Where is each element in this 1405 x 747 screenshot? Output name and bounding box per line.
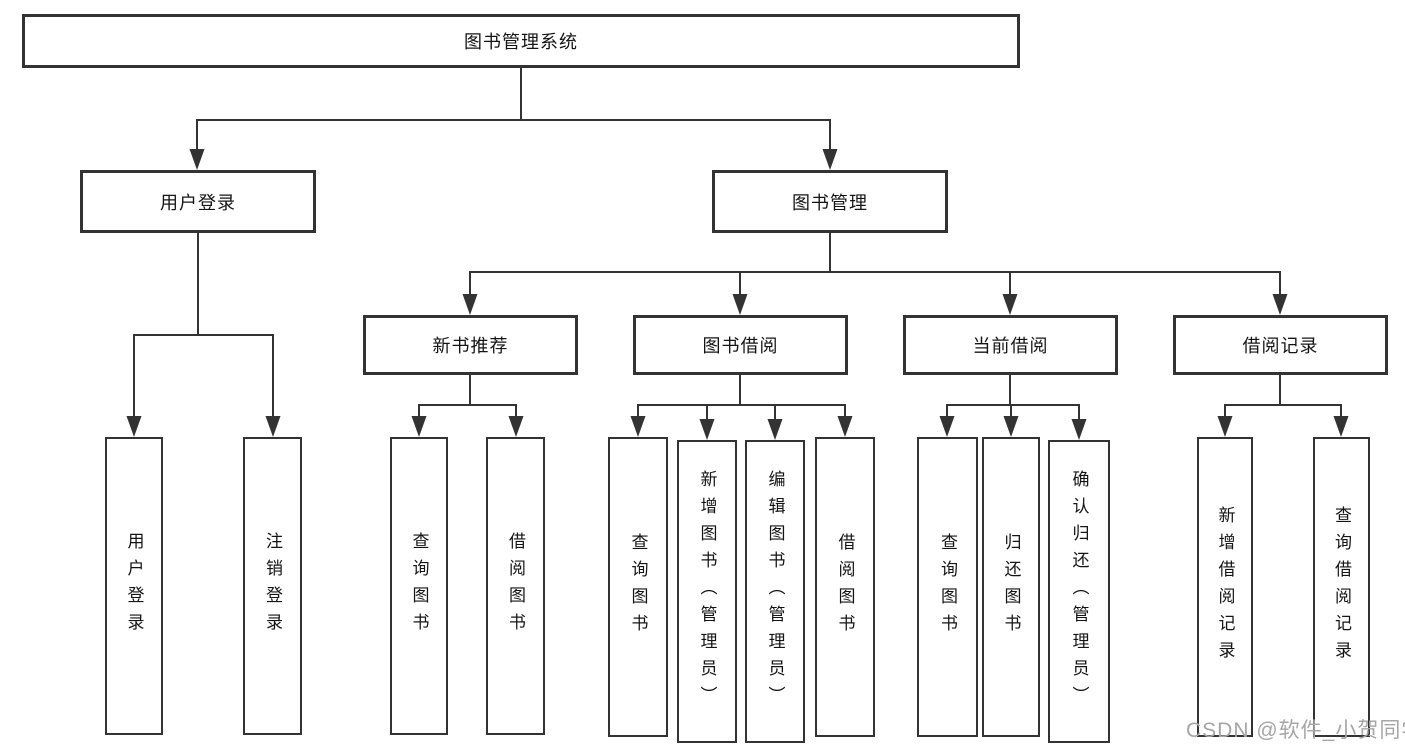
node-root-library-system: 图书管理系统: [22, 14, 1020, 68]
node-label: 图书管理系统: [464, 32, 578, 52]
node-label: 新增借阅记录: [1215, 506, 1235, 668]
node-label: 确认归还（管理员）: [1069, 470, 1089, 713]
node-current-borrow: 当前借阅: [903, 315, 1118, 375]
watermark: CSDN @软件_小贺同学: [1186, 719, 1405, 742]
leaf-query-books-recommend: 查询图书: [390, 437, 448, 735]
node-label: 当前借阅: [972, 336, 1049, 356]
node-label: 新书推荐: [432, 336, 509, 356]
leaf-add-books-admin: 新增图书（管理员）: [677, 440, 737, 743]
node-label: 新增图书（管理员）: [697, 470, 717, 713]
leaf-borrow-books: 借阅图书: [815, 437, 875, 737]
node-label: 查询图书: [628, 533, 648, 641]
leaf-add-borrow-record: 新增借阅记录: [1197, 437, 1253, 737]
leaf-edit-books-admin: 编辑图书（管理员）: [745, 440, 805, 743]
node-label: 查询借阅记录: [1332, 506, 1351, 668]
node-user-login: 用户登录: [80, 170, 316, 233]
node-label: 查询图书: [938, 533, 957, 641]
node-label: 借阅记录: [1242, 336, 1319, 356]
node-label: 借阅图书: [506, 532, 525, 640]
leaf-query-borrow-record: 查询借阅记录: [1313, 437, 1370, 737]
leaf-return-books: 归还图书: [982, 437, 1040, 737]
leaf-query-books-borrow: 查询图书: [608, 437, 668, 737]
node-label: 用户登录: [124, 532, 144, 640]
node-label: 查询图书: [409, 532, 429, 640]
node-book-management: 图书管理: [712, 170, 948, 233]
leaf-query-books-current: 查询图书: [917, 437, 978, 737]
node-borrow-records: 借阅记录: [1173, 315, 1388, 375]
node-label: 借阅图书: [835, 533, 855, 641]
leaf-confirm-return-admin: 确认归还（管理员）: [1048, 440, 1110, 743]
node-label: 用户登录: [160, 192, 236, 213]
node-label: 编辑图书（管理员）: [765, 470, 785, 713]
leaf-logout: 注销登录: [243, 437, 302, 735]
node-label: 归还图书: [1001, 533, 1021, 641]
node-book-borrow: 图书借阅: [633, 315, 848, 375]
node-label: 注销登录: [263, 532, 282, 640]
leaf-user-login: 用户登录: [105, 437, 163, 735]
node-label: 图书管理: [792, 192, 868, 213]
node-new-book-recommend: 新书推荐: [363, 315, 578, 375]
leaf-borrow-books-recommend: 借阅图书: [486, 437, 545, 735]
node-label: 图书借阅: [702, 336, 779, 356]
